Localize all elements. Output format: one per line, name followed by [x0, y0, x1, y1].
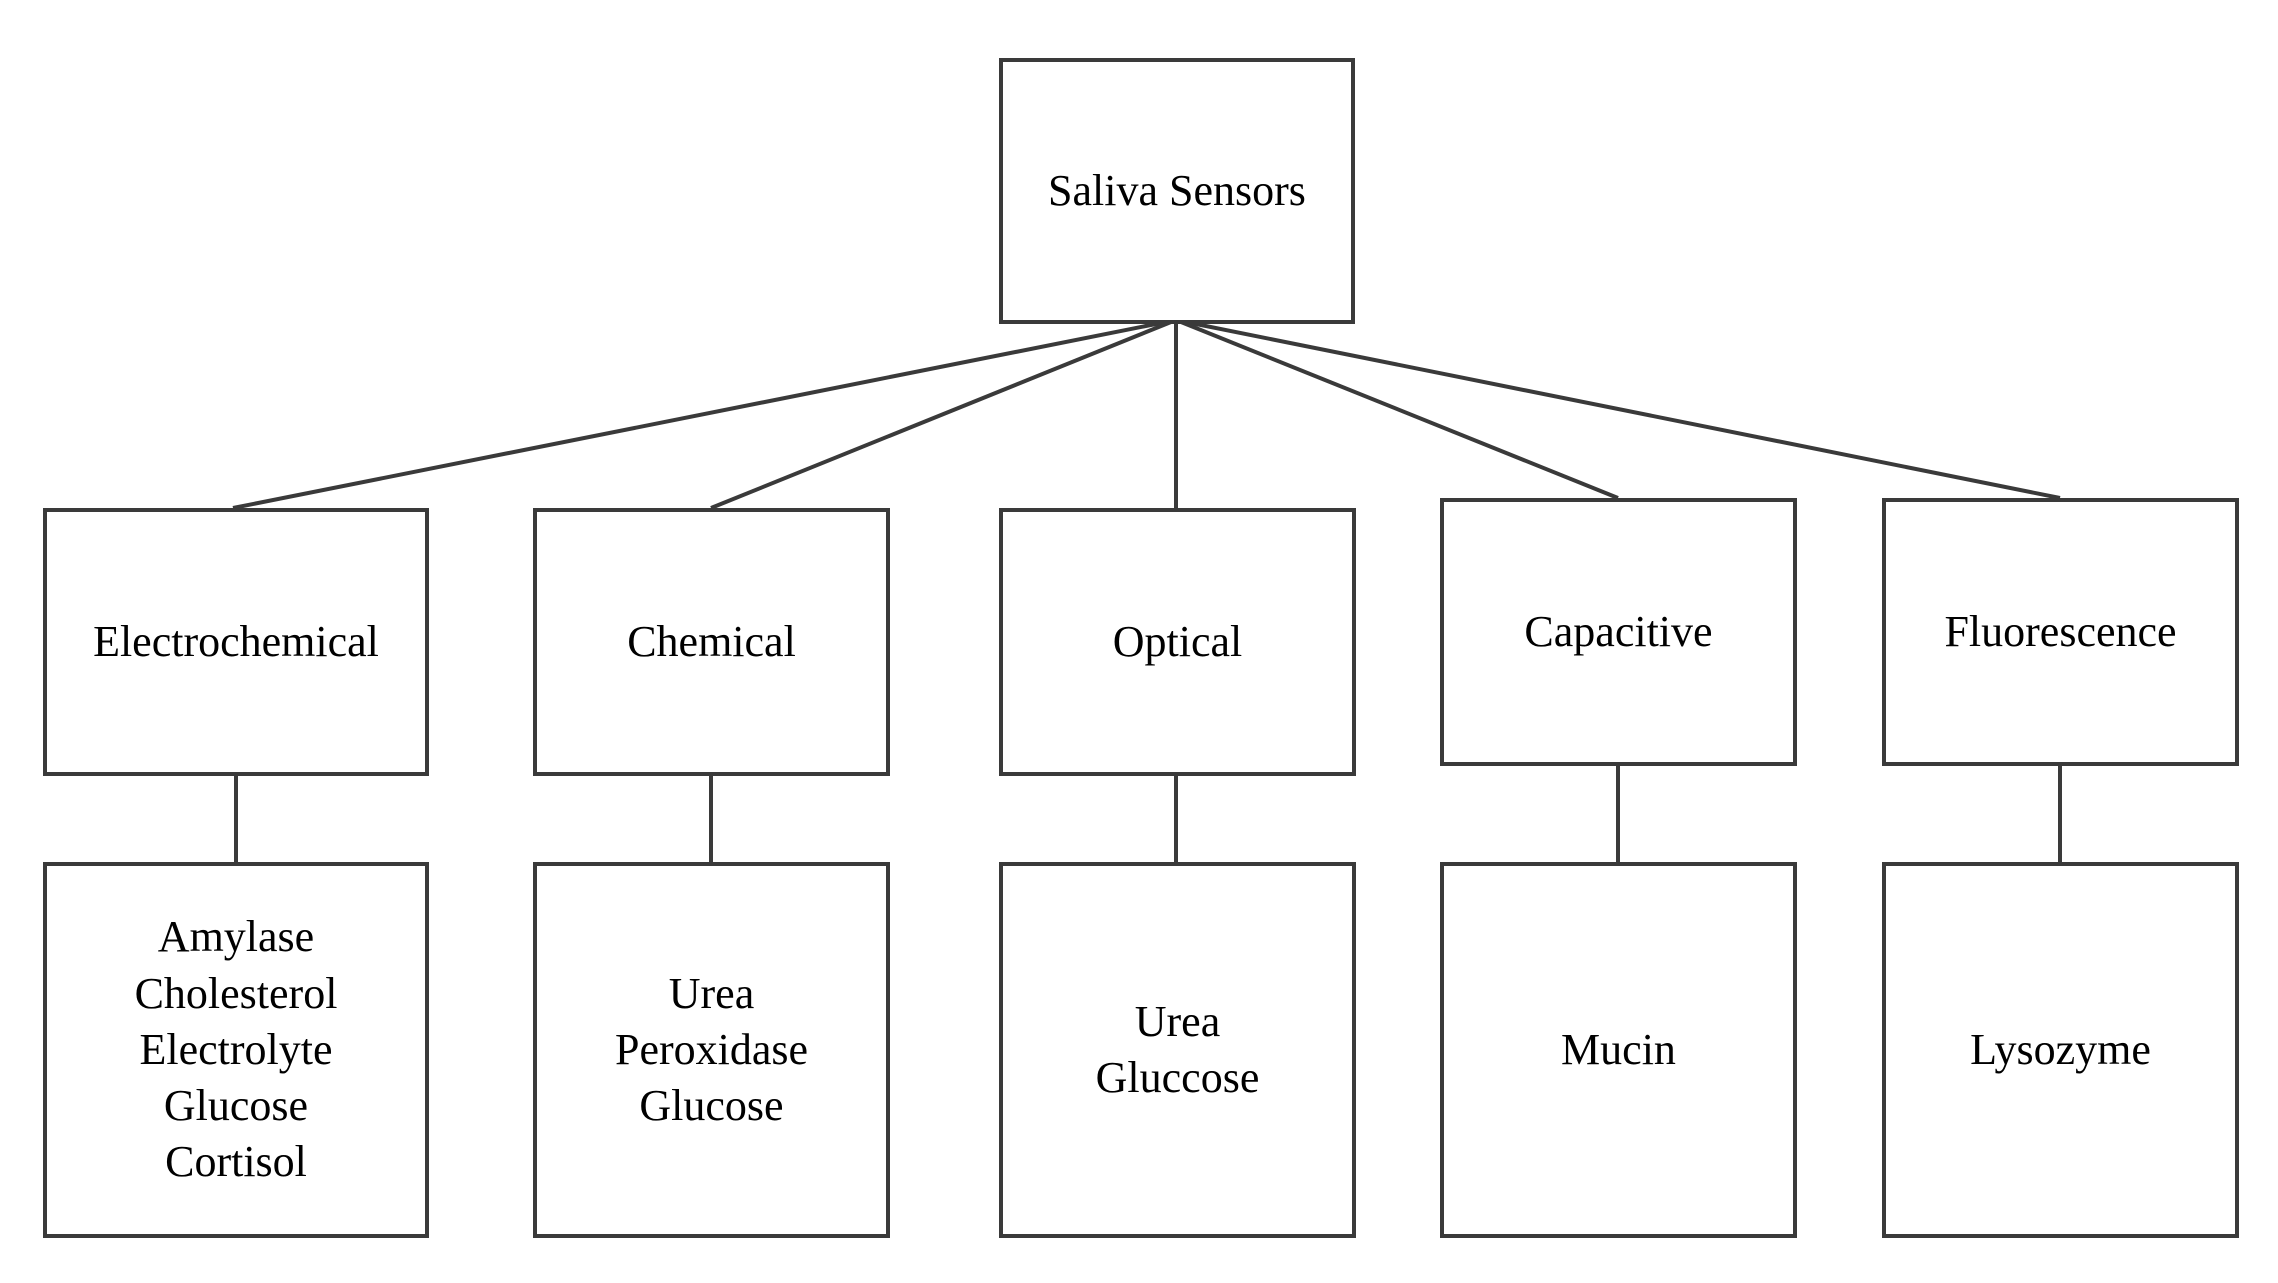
analyte-item: Urea [1134, 996, 1221, 1046]
category-label: Optical [1112, 616, 1243, 666]
category-box-electrochemical: Electrochemical [43, 508, 429, 776]
analyte-item: Cholesterol [134, 968, 338, 1018]
analyte-item: Lysozyme [1970, 1024, 2151, 1074]
category-label: Chemical [627, 616, 796, 666]
category-label: Electrochemical [93, 616, 379, 666]
connector-root-chemical [710, 318, 1177, 510]
analyte-item: Urea [668, 968, 755, 1018]
connector-root-fluorescence [1175, 318, 2061, 500]
root-box: Saliva Sensors [999, 58, 1355, 324]
analyte-item: Gluccose [1095, 1053, 1260, 1102]
analyte-item: Electrolyte [139, 1024, 333, 1074]
category-label: Capacitive [1524, 606, 1713, 656]
category-box-fluorescence: Fluorescence [1882, 498, 2239, 766]
analyte-item: Peroxidase [614, 1024, 809, 1074]
analyte-item: Glucose [639, 1081, 784, 1131]
category-box-optical: Optical [999, 508, 1356, 776]
analyte-box-capacitive: Mucin [1440, 862, 1797, 1238]
connector-root-electrochemical [232, 318, 1177, 510]
analyte-item: Mucin [1561, 1024, 1676, 1074]
analyte-box-fluorescence: Lysozyme [1882, 862, 2239, 1238]
root-label: Saliva Sensors [1048, 165, 1306, 215]
category-box-capacitive: Capacitive [1440, 498, 1797, 766]
analyte-box-optical: Urea Gluccose [999, 862, 1356, 1238]
category-label: Fluorescence [1944, 606, 2177, 656]
category-box-chemical: Chemical [533, 508, 890, 776]
analyte-item: Glucose [163, 1081, 309, 1131]
analyte-box-chemical: Urea Peroxidase Glucose [533, 862, 890, 1238]
analyte-item: Amylase [157, 912, 315, 962]
connector-root-capacitive [1175, 318, 1619, 500]
analyte-item: Cortisol [165, 1137, 307, 1187]
analyte-box-electrochemical: Amylase Cholesterol Electrolyte Glucose … [43, 862, 429, 1238]
